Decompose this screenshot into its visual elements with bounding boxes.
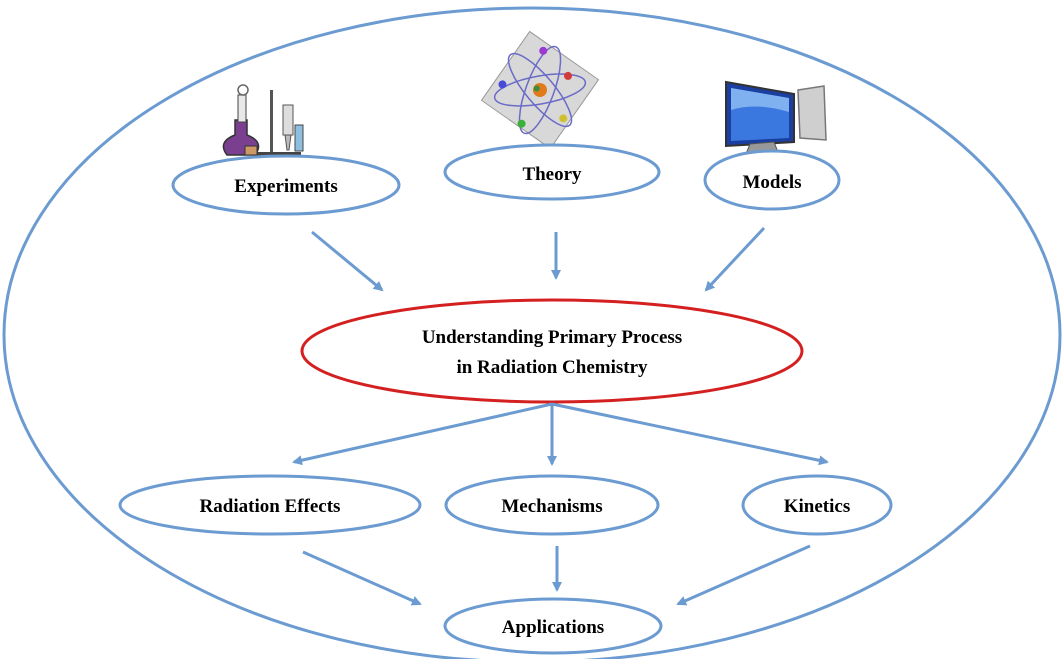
experiments-label: Experiments xyxy=(234,176,337,197)
models-label: Models xyxy=(742,172,801,193)
radiation-effects-label: Radiation Effects xyxy=(200,496,341,517)
atom-model-icon xyxy=(480,30,600,150)
theory-node xyxy=(443,143,661,201)
models-node xyxy=(703,149,841,211)
arrow-experiments-to-center xyxy=(311,230,384,292)
center-label-line2: in Radiation Chemistry xyxy=(456,357,648,378)
outer-ellipse xyxy=(2,6,1062,659)
arrow-center-to-kinetics xyxy=(551,402,829,466)
applications-node xyxy=(443,597,663,655)
center-node xyxy=(300,298,804,404)
arrow-center-to-radiation-effects xyxy=(292,402,553,466)
mechanisms-node xyxy=(444,474,660,536)
experiments-node xyxy=(171,154,401,216)
kinetics-node xyxy=(741,474,893,536)
radiation-effects-node xyxy=(118,474,422,536)
applications-label: Applications xyxy=(502,617,604,638)
arrow-kinetics-to-applications xyxy=(676,544,811,606)
kinetics-label: Kinetics xyxy=(784,496,851,517)
arrow-radiation-effects-to-applications xyxy=(302,550,422,606)
lab-glassware-icon xyxy=(222,84,304,157)
arrow-models-to-center xyxy=(704,226,766,292)
mechanisms-label: Mechanisms xyxy=(501,496,602,517)
computer-monitor-icon xyxy=(725,80,827,155)
theory-label: Theory xyxy=(522,164,582,185)
center-label-line1: Understanding Primary Process xyxy=(422,327,682,348)
